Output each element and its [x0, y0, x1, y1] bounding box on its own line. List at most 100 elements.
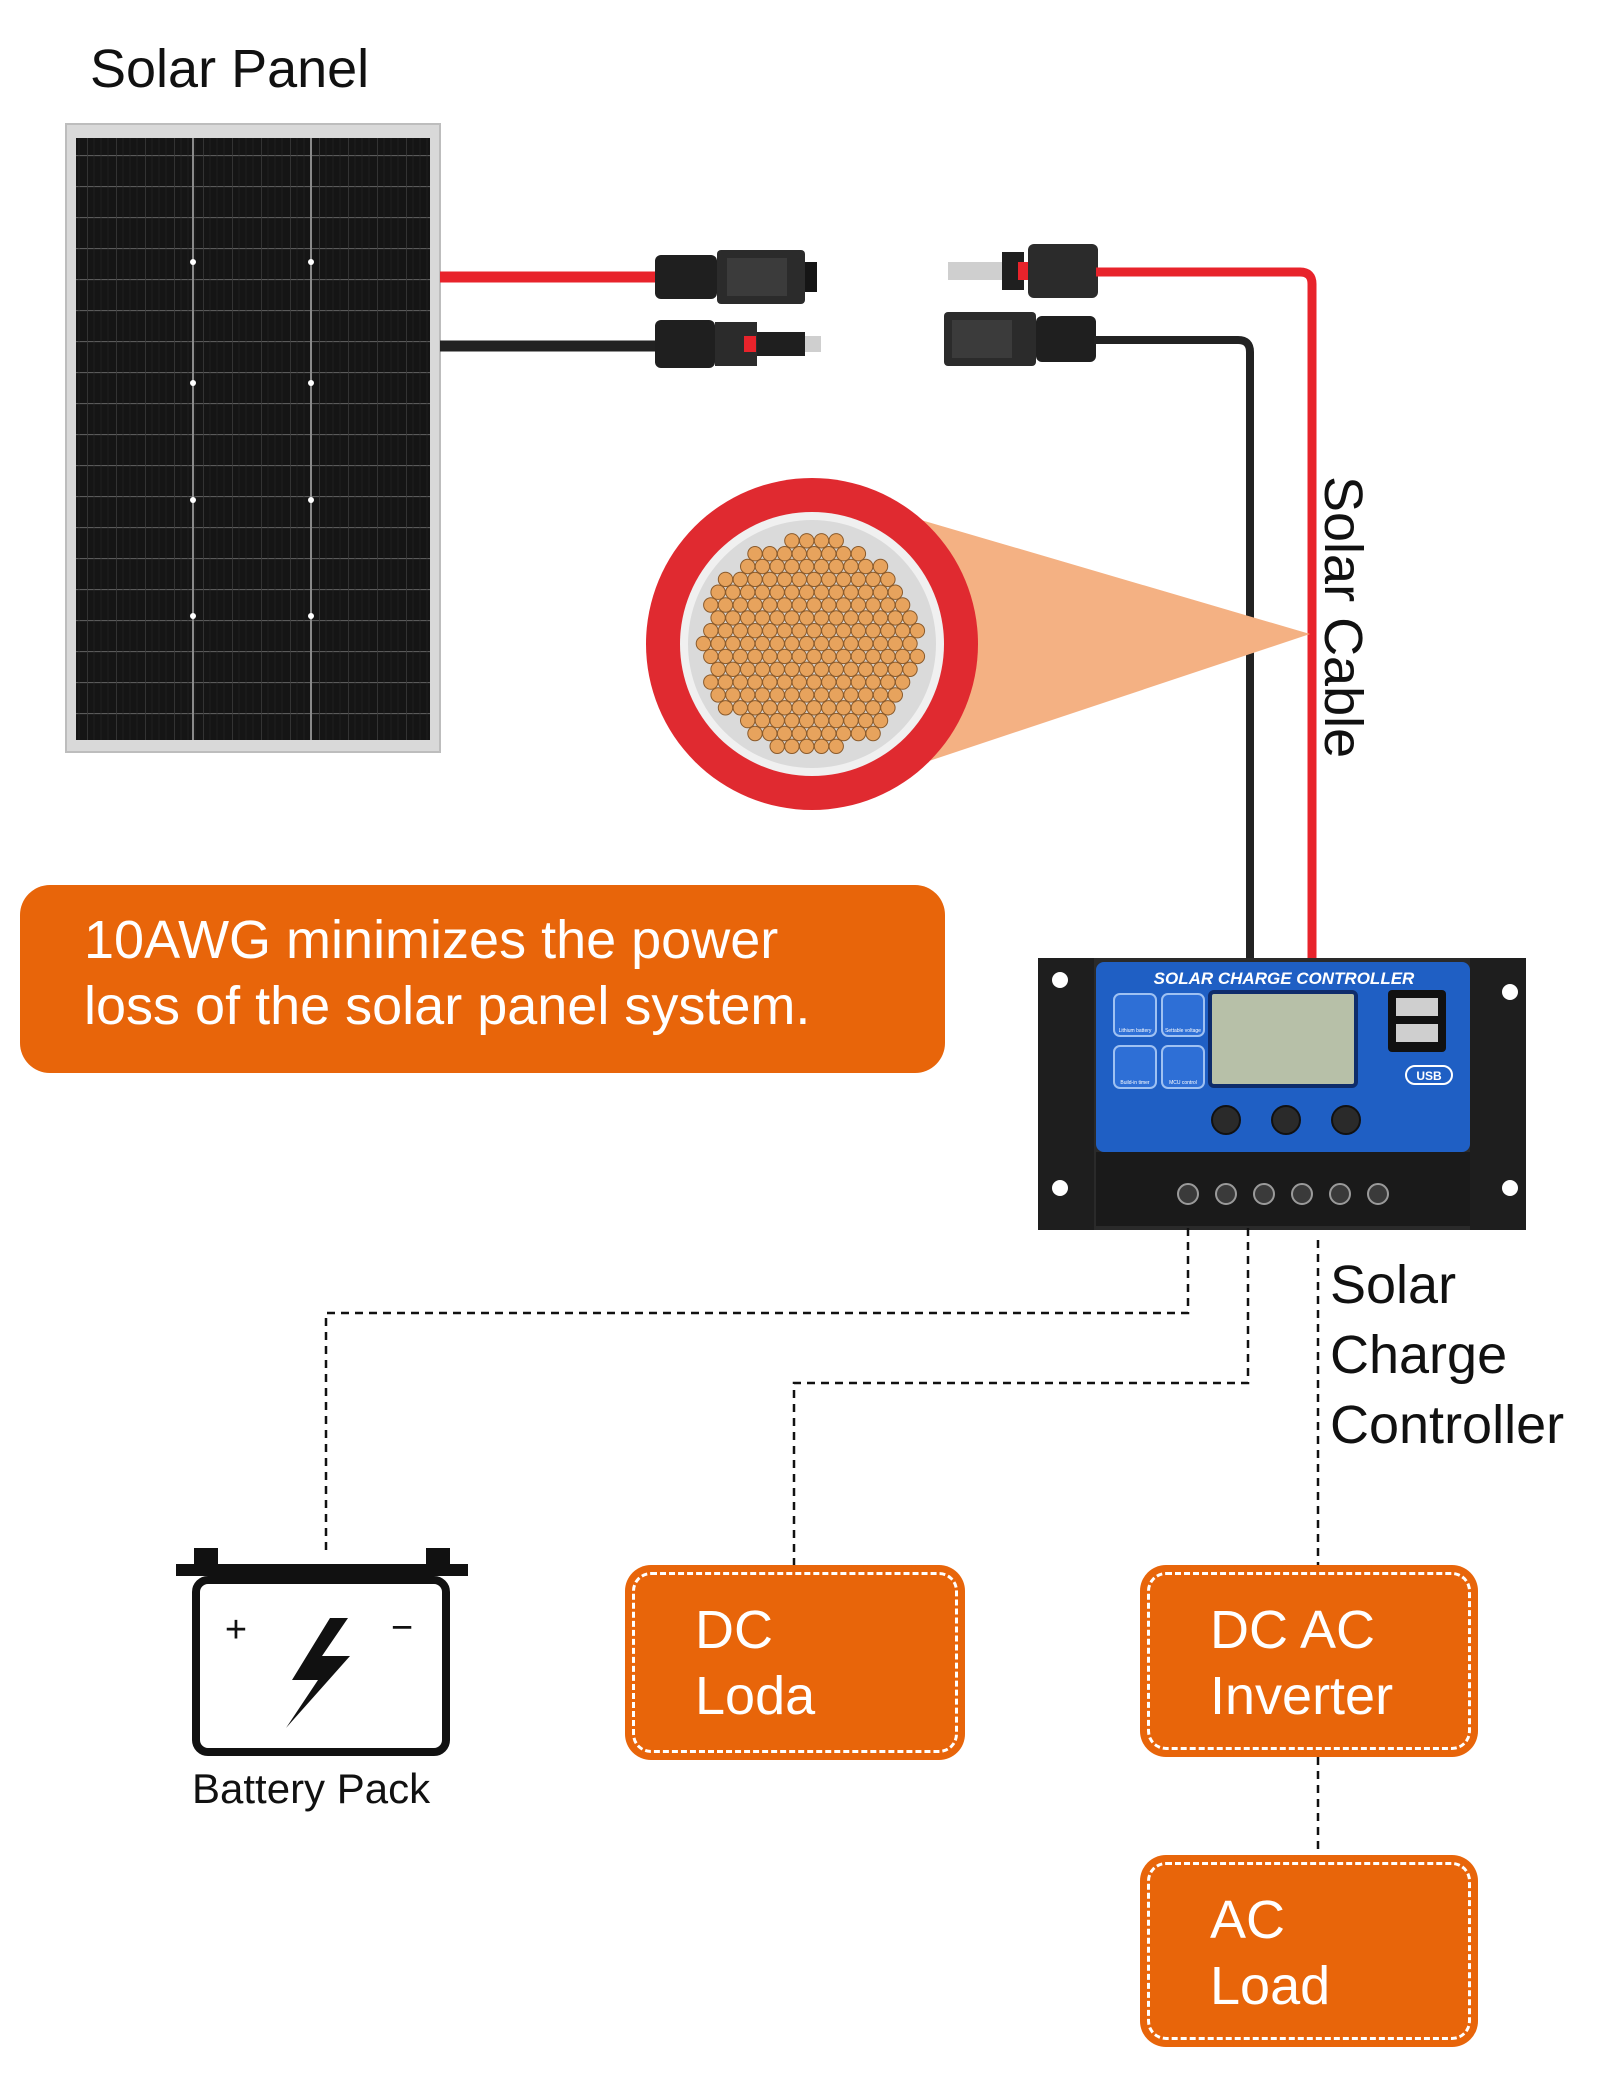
- copper-strand: [799, 661, 815, 677]
- copper-strand: [821, 700, 837, 716]
- copper-strand: [828, 533, 844, 549]
- copper-strand: [776, 700, 793, 716]
- copper-strand: [754, 584, 771, 600]
- copper-strand: [732, 623, 748, 639]
- copper-strand: [769, 558, 785, 575]
- copper-strand: [821, 623, 837, 639]
- copper-strand: [776, 597, 793, 613]
- copper-strand: [769, 610, 785, 626]
- copper-strand: [894, 648, 911, 665]
- copper-strand: [799, 687, 815, 703]
- copper-strand: [784, 584, 800, 600]
- copper-strand: [799, 635, 815, 652]
- copper-strand: [747, 648, 763, 665]
- copper-strand: [858, 584, 874, 600]
- copper-strand: [799, 533, 815, 549]
- copper-strand: [740, 558, 756, 575]
- copper-strand: [710, 687, 726, 703]
- copper-strand: [740, 687, 756, 703]
- copper-strand: [887, 610, 903, 626]
- copper-strand: [725, 610, 741, 626]
- copper-strand: [894, 597, 911, 613]
- copper-strand: [880, 674, 896, 690]
- copper-strand: [835, 571, 852, 588]
- controller-button-down: [1271, 1105, 1301, 1135]
- copper-strand: [791, 597, 807, 613]
- copper-strand: [894, 674, 911, 690]
- copper-strand: [710, 610, 726, 626]
- dashed-connectors: [324, 1228, 1320, 1855]
- copper-strand: [799, 712, 815, 729]
- copper-strand: [909, 623, 926, 639]
- copper-strand: [843, 661, 859, 677]
- copper-strand: [784, 635, 800, 652]
- copper-strand: [776, 648, 793, 665]
- copper-strand: [725, 635, 741, 652]
- copper-strand: [813, 738, 830, 754]
- copper-strand: [843, 635, 859, 652]
- copper-strand: [740, 661, 756, 677]
- copper-strand: [865, 648, 881, 665]
- copper-strand: [762, 725, 778, 742]
- copper-strand: [872, 635, 889, 652]
- copper-strand: [887, 584, 903, 600]
- battery-icon: + −: [176, 1548, 468, 1756]
- copper-strand: [747, 546, 763, 562]
- copper-strand: [813, 558, 830, 575]
- copper-strand: [776, 674, 793, 690]
- copper-strand: [806, 700, 822, 716]
- copper-strand: [850, 700, 867, 716]
- copper-strand: [835, 623, 852, 639]
- copper-strand: [791, 623, 807, 639]
- copper-strand: [813, 712, 830, 729]
- copper-strand: [850, 597, 867, 613]
- copper-strand: [791, 674, 807, 690]
- lcd-screen: [1208, 990, 1358, 1088]
- copper-strand: [806, 571, 822, 588]
- copper-strand: [740, 635, 756, 652]
- copper-strand: [791, 648, 807, 665]
- copper-strand: [902, 635, 918, 652]
- copper-strand: [865, 597, 881, 613]
- copper-strand: [828, 738, 844, 754]
- copper-strand: [872, 584, 889, 600]
- controller-feature-lithium: Lithium battery: [1119, 1028, 1152, 1034]
- copper-strand: [828, 558, 844, 575]
- copper-strand: [732, 674, 748, 690]
- copper-strand: [880, 597, 896, 613]
- copper-strand: [769, 661, 785, 677]
- copper-strand: [843, 610, 859, 626]
- copper-strand: [717, 571, 734, 588]
- copper-strand: [858, 661, 874, 677]
- copper-strand: [850, 674, 867, 690]
- copper-strand: [850, 571, 867, 588]
- inverter-line-2: Inverter: [1210, 1666, 1394, 1726]
- copper-strand: [784, 712, 800, 729]
- copper-strand: [710, 661, 726, 677]
- copper-strand: [762, 571, 778, 588]
- copper-strand: [710, 584, 726, 600]
- copper-strand: [762, 648, 778, 665]
- copper-strand: [880, 700, 896, 716]
- solar-cable-label: Solar Cable: [1313, 476, 1373, 759]
- copper-strand: [784, 610, 800, 626]
- copper-strand: [762, 700, 778, 716]
- copper-strand: [754, 661, 771, 677]
- copper-strand: [754, 712, 771, 729]
- copper-strand: [902, 661, 918, 677]
- controller-cables: [1094, 267, 1317, 960]
- copper-strand: [821, 546, 837, 562]
- svg-text:+: +: [225, 1609, 247, 1651]
- solar-panel-title: Solar Panel: [90, 39, 370, 99]
- dc-load-line-2: Loda: [695, 1666, 816, 1726]
- copper-strand: [872, 712, 889, 729]
- copper-strand: [776, 546, 793, 562]
- mc4-connector-panel-negative: [655, 320, 821, 368]
- mc4-connector-cable-positive: [948, 244, 1098, 298]
- copper-strand: [754, 558, 771, 575]
- copper-strand: [754, 610, 771, 626]
- controller-button-menu: [1211, 1105, 1241, 1135]
- copper-strand: [821, 725, 837, 742]
- copper-strand: [828, 712, 844, 729]
- copper-strand: [887, 661, 903, 677]
